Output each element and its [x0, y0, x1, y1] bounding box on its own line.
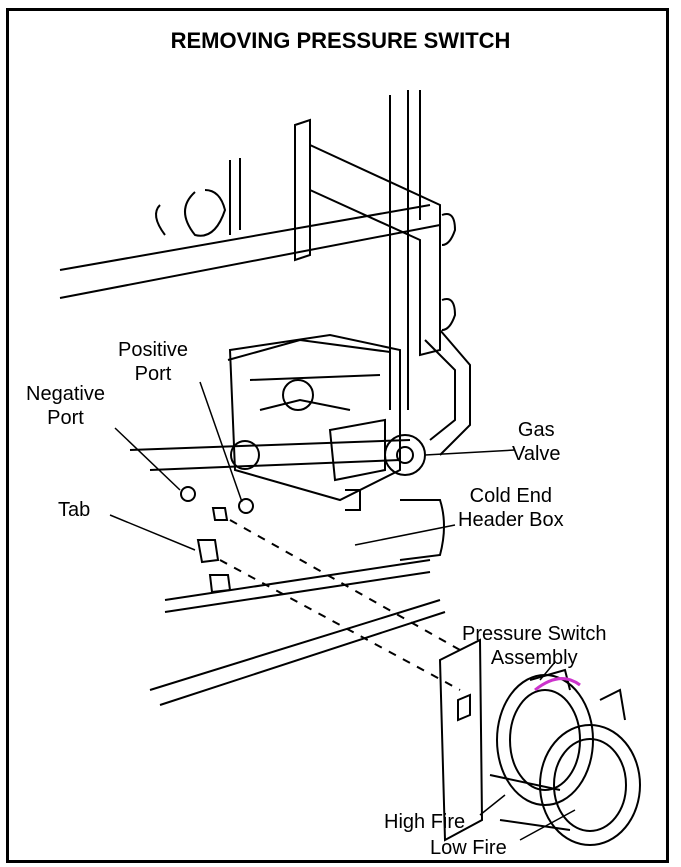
- bracket-hooks: [441, 213, 457, 331]
- gas-valve-body: [228, 333, 401, 502]
- panel-opening: [155, 189, 227, 237]
- tab-part: [196, 507, 232, 594]
- negative-port-fitting: [180, 486, 196, 502]
- gas-pipe: [424, 329, 471, 456]
- guide-dashed: [219, 519, 461, 691]
- valve-knob-left: [282, 379, 314, 411]
- leader-negative-port: [114, 427, 181, 491]
- leader-high-fire: [479, 794, 506, 816]
- leader-gas-valve: [424, 449, 516, 456]
- lower-rail: [149, 559, 446, 706]
- leader-low-fire: [519, 809, 576, 841]
- gas-valve-top: [227, 338, 391, 411]
- back-rail-left: [389, 90, 409, 410]
- leader-pressure-switch: [539, 661, 556, 681]
- label-low-fire: Low Fire: [430, 837, 507, 859]
- positive-port-fitting: [238, 498, 254, 514]
- valve-outlet: [230, 440, 260, 470]
- label-tab: Tab: [58, 499, 91, 521]
- label-high-fire: High Fire: [384, 811, 466, 833]
- diagram-frame: [6, 8, 669, 863]
- label-cold-end-header-box: Cold End Header Box: [458, 485, 564, 531]
- label-pressure-switch-assembly: Pressure Switch Assembly: [462, 623, 607, 669]
- upper-panel: [59, 158, 441, 299]
- leader-tab: [109, 514, 196, 551]
- label-gas-valve: Gas Valve: [512, 419, 561, 465]
- label-positive-port: Positive Port: [118, 339, 189, 385]
- mounting-bracket: [294, 118, 441, 357]
- label-negative-port: Negative Port: [26, 383, 105, 429]
- leader-positive-port: [199, 381, 243, 503]
- header-box: [129, 439, 445, 561]
- diagram-title: REMOVING PRESSURE SWITCH: [170, 28, 511, 53]
- leader-cold-end: [354, 524, 456, 546]
- switch-bracket: [438, 638, 484, 842]
- pressure-switch-tubing: [534, 677, 581, 692]
- pressure-switch-high-fire: [496, 674, 594, 806]
